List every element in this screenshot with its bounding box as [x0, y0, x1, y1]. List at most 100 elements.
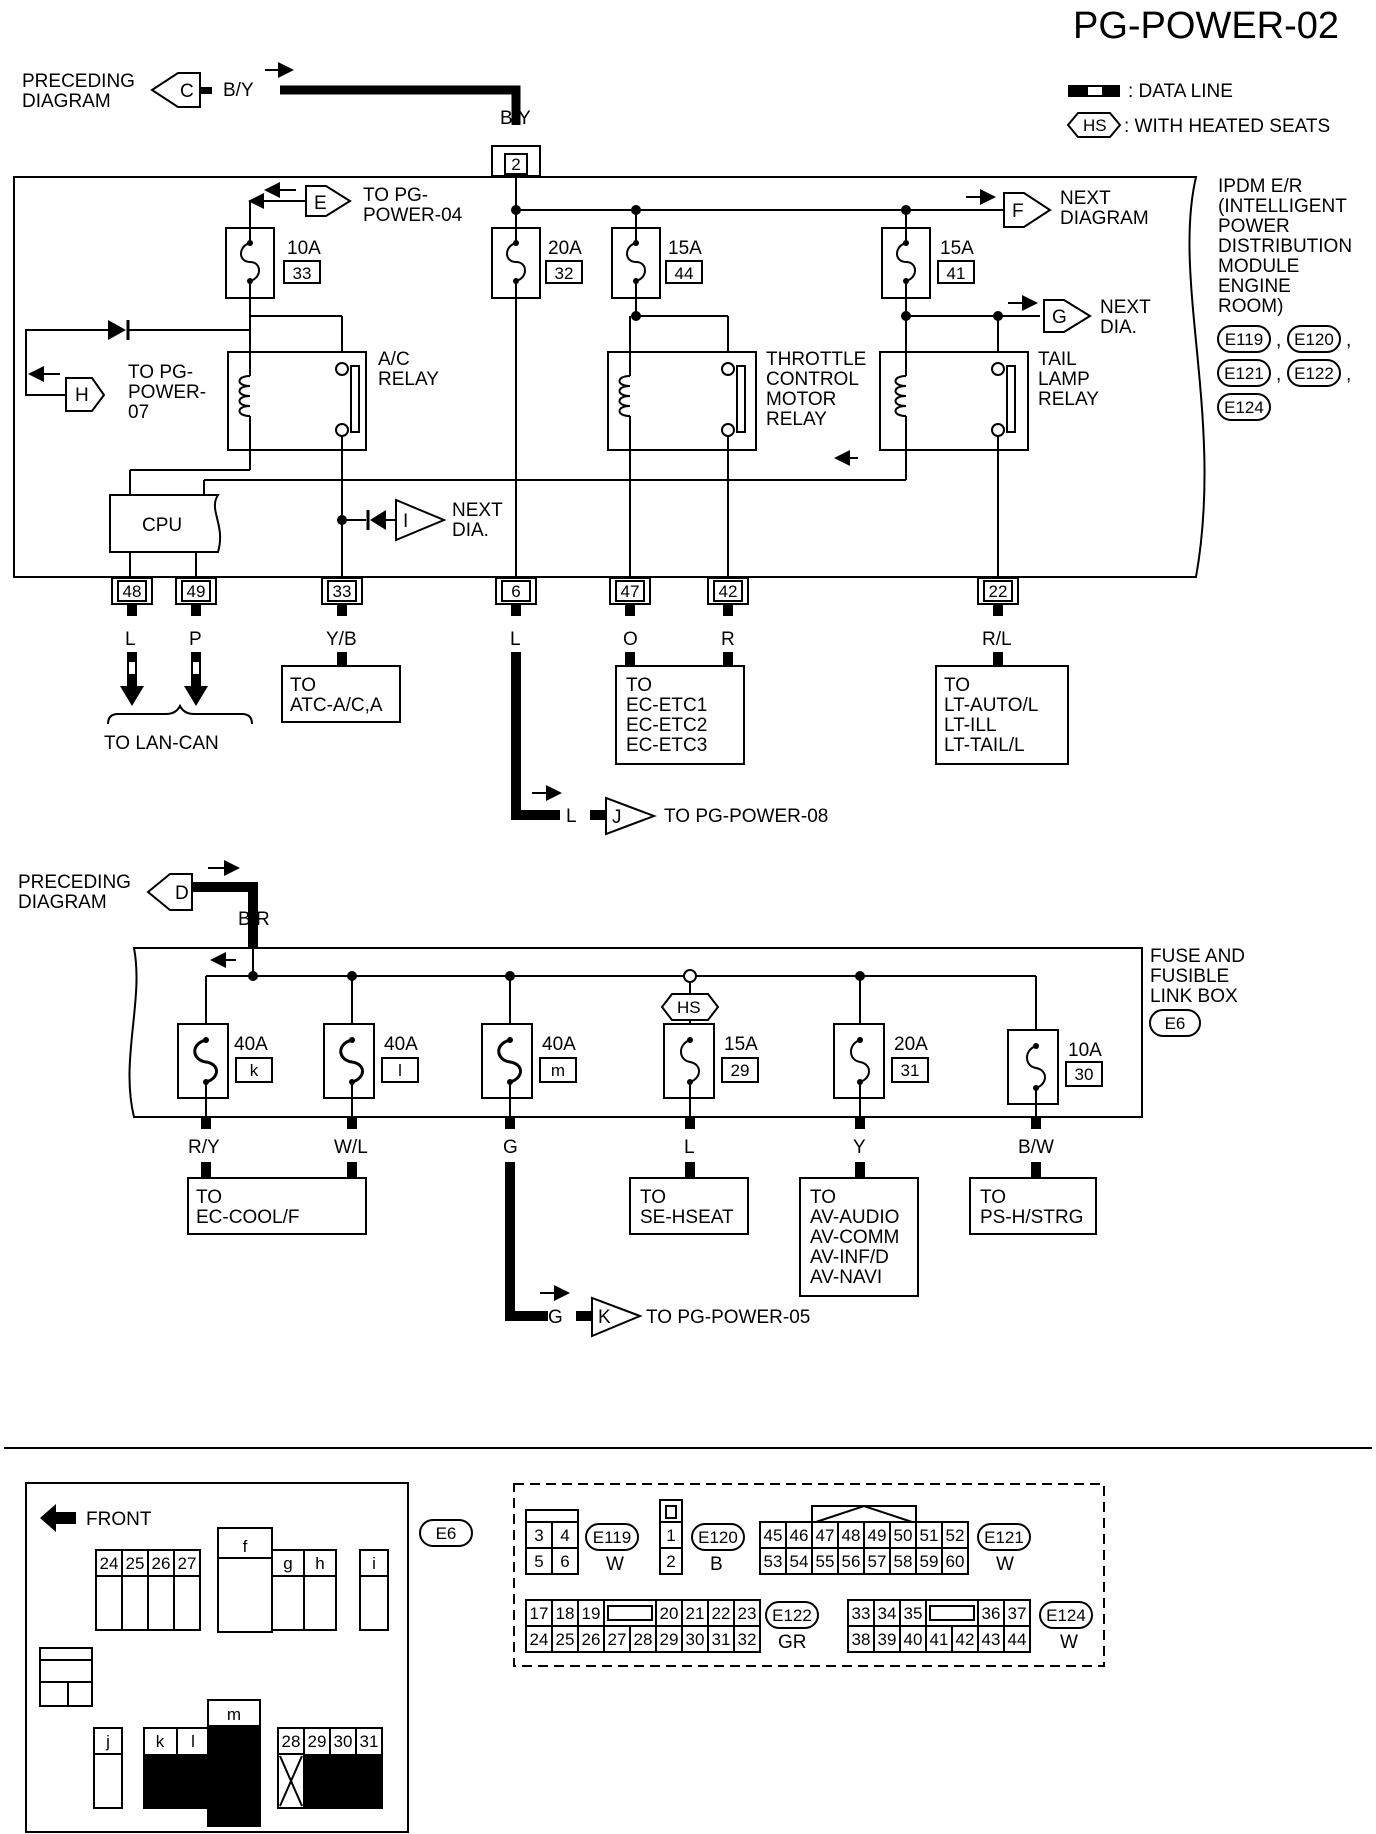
- svg-text:CONTROL: CONTROL: [766, 369, 859, 390]
- svg-text:41: 41: [930, 1630, 949, 1649]
- svg-text:TO PG-: TO PG-: [128, 362, 193, 383]
- svg-text:E121: E121: [984, 1528, 1024, 1547]
- page-id: PG-POWER-02: [1073, 5, 1339, 47]
- layout-cell-f: f: [217, 1527, 273, 1633]
- svg-text:ENGINE: ENGINE: [1218, 276, 1291, 297]
- fuse-40a-k: 40A k: [177, 1023, 273, 1117]
- svg-text:,: ,: [1276, 364, 1281, 385]
- svg-text:E124: E124: [1224, 398, 1264, 417]
- svg-text:FUSIBLE: FUSIBLE: [1150, 966, 1229, 987]
- conn-g-next-dia: G NEXT DIA.: [1008, 295, 1151, 338]
- svg-text:TO: TO: [626, 675, 652, 696]
- svg-text:R: R: [721, 629, 735, 650]
- svg-text:27: 27: [178, 1554, 197, 1573]
- wire-by-label: B/Y: [500, 108, 531, 129]
- svg-text:AV-COMM: AV-COMM: [810, 1227, 899, 1248]
- svg-text:HS: HS: [1083, 116, 1107, 135]
- ipdm-terminals: 48 49 33 6 47 42 22: [111, 577, 1019, 605]
- svg-text:6: 6: [560, 1552, 569, 1571]
- svg-text:DISTRIBUTION: DISTRIBUTION: [1218, 236, 1352, 257]
- svg-text:28: 28: [282, 1732, 301, 1751]
- fuse-15a-29: 15A 29: [663, 1023, 759, 1117]
- legend-data-line: : DATA LINE: [1068, 81, 1233, 102]
- svg-text:55: 55: [816, 1552, 835, 1571]
- svg-text:38: 38: [852, 1630, 871, 1649]
- svg-text:LT-TAIL/L: LT-TAIL/L: [944, 735, 1025, 756]
- svg-text:40A: 40A: [234, 1034, 268, 1055]
- svg-text:LT-AUTO/L: LT-AUTO/L: [944, 695, 1038, 716]
- terminal-48: 48: [111, 577, 153, 605]
- fuse-40a-m: 40A m: [481, 1023, 577, 1117]
- terminal-42: 42: [707, 577, 749, 605]
- bottom-wire-colors: R/Y W/L G L Y B/W: [188, 1137, 1054, 1158]
- svg-text:33: 33: [852, 1604, 871, 1623]
- svg-text:34: 34: [878, 1604, 897, 1623]
- svg-text:RELAY: RELAY: [378, 369, 439, 390]
- svg-text:m: m: [227, 1705, 241, 1724]
- svg-text:f: f: [243, 1537, 248, 1556]
- svg-text:PRECEDING: PRECEDING: [22, 71, 135, 92]
- connector-e122: 17 18 19 20 21 22 23 24 25 26 27 28 29 3…: [525, 1599, 819, 1653]
- wire-l-to-pg08: L J TO PG-POWER-08: [511, 652, 828, 836]
- to-ps-hstrg-box: TO PS-H/STRG: [969, 1162, 1097, 1235]
- cpu-block: CPU: [109, 450, 906, 578]
- svg-text:3: 3: [534, 1526, 543, 1545]
- svg-text:W: W: [996, 1554, 1014, 1575]
- svg-text:48: 48: [123, 582, 142, 601]
- svg-text:21: 21: [686, 1604, 705, 1623]
- svg-text:51: 51: [920, 1526, 939, 1545]
- conn-e-to-pg04: E TO PG- POWER-04: [250, 182, 463, 226]
- svg-text:L: L: [684, 1137, 695, 1158]
- connector-views-panel: [513, 1483, 1105, 1667]
- layout-cells-24-27: 24 25 26 27: [95, 1549, 201, 1631]
- svg-text:E124: E124: [1046, 1606, 1086, 1625]
- svg-text:,: ,: [1346, 330, 1351, 351]
- svg-text:5: 5: [534, 1552, 543, 1571]
- svg-text:l: l: [398, 1061, 402, 1080]
- svg-text:35: 35: [904, 1604, 923, 1623]
- svg-text:AV-AUDIO: AV-AUDIO: [810, 1207, 899, 1228]
- svg-text:54: 54: [790, 1552, 809, 1571]
- svg-text:DIAGRAM: DIAGRAM: [1060, 208, 1149, 229]
- svg-text:HS: HS: [677, 998, 701, 1017]
- svg-text:E: E: [314, 193, 327, 214]
- bottom-wire-stubs: [201, 1117, 1041, 1129]
- svg-text:37: 37: [1008, 1604, 1027, 1623]
- svg-text:20: 20: [660, 1604, 679, 1623]
- svg-text:26: 26: [152, 1554, 171, 1573]
- svg-text:Y/B: Y/B: [326, 629, 357, 650]
- svg-text:EC-ETC3: EC-ETC3: [626, 735, 707, 756]
- svg-text:POWER-04: POWER-04: [363, 205, 463, 226]
- layout-cell-j: j: [93, 1727, 123, 1809]
- to-se-hseat-box: TO SE-HSEAT: [629, 1162, 749, 1235]
- fuse-10a-33: 10A 33: [225, 193, 321, 299]
- svg-text:48: 48: [842, 1526, 861, 1545]
- to-atc-box: TO ATC-A/C,A: [281, 652, 401, 723]
- conn-f-next-diagram: F NEXT DIAGRAM: [966, 188, 1149, 229]
- svg-text:E119: E119: [593, 1528, 631, 1547]
- fuse-40a-l: 40A l: [323, 1023, 419, 1117]
- svg-text:2: 2: [666, 1552, 675, 1571]
- svg-text:ATC-A/C,A: ATC-A/C,A: [290, 695, 383, 716]
- svg-text:TAIL: TAIL: [1038, 349, 1077, 370]
- fuse-15a-44: 15A 44: [611, 210, 703, 299]
- svg-text:31: 31: [901, 1061, 920, 1080]
- svg-text:TO: TO: [944, 675, 970, 696]
- conn-h-to-pg07: H TO PG- POWER- 07: [25, 320, 250, 423]
- svg-text:40A: 40A: [542, 1034, 576, 1055]
- svg-text:4: 4: [560, 1526, 569, 1545]
- svg-text:NEXT: NEXT: [1060, 188, 1111, 209]
- svg-text:B/R: B/R: [238, 909, 270, 930]
- legend-heated-seats: HS : WITH HEATED SEATS: [1066, 112, 1330, 138]
- svg-text:DIAGRAM: DIAGRAM: [18, 892, 107, 913]
- svg-text:G: G: [548, 1307, 563, 1328]
- front-arrow-icon: [40, 1504, 76, 1532]
- svg-text:,: ,: [1276, 330, 1281, 351]
- svg-text:W: W: [606, 1554, 624, 1575]
- svg-text:R/L: R/L: [982, 629, 1012, 650]
- svg-text:TO: TO: [196, 1187, 222, 1208]
- e6-badge: E6: [419, 1519, 473, 1547]
- wire-by-top: [280, 85, 521, 125]
- fuse-box-outline: [128, 947, 1143, 1118]
